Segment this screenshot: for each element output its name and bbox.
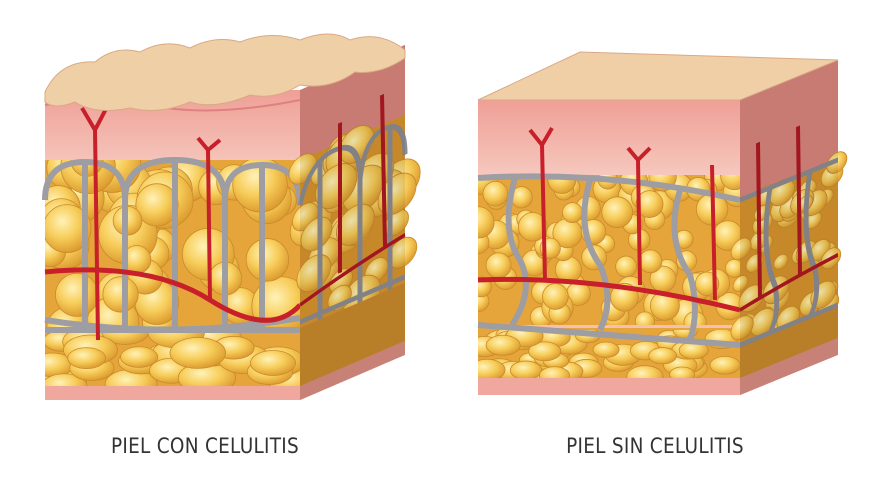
fat-cell	[336, 203, 375, 246]
fat-cell	[773, 253, 789, 270]
fat-cell	[54, 272, 99, 317]
fat-cell	[485, 252, 512, 279]
fat-cell	[648, 347, 677, 365]
fat-cell	[300, 216, 333, 252]
fat-cell	[250, 350, 296, 376]
fat-cell	[720, 175, 740, 191]
side-face	[288, 44, 421, 400]
fat-cell	[561, 202, 583, 224]
fat-cell	[120, 346, 159, 368]
front-face	[477, 100, 741, 395]
fat-cell	[509, 360, 543, 378]
fat-cell	[169, 337, 226, 369]
fat-cell	[649, 290, 680, 321]
fat-cell	[478, 358, 506, 378]
fat-cell	[245, 238, 290, 282]
fat-cell	[732, 275, 749, 293]
fat-cell	[615, 255, 638, 278]
label-skin-with-cellulite: PIEL CON CELULITIS	[110, 434, 300, 458]
fat-cell	[638, 249, 663, 274]
front-face	[42, 90, 303, 400]
blood-vessel	[44, 267, 302, 323]
fat-cell	[730, 315, 754, 341]
fat-cell	[730, 237, 752, 261]
side-face	[730, 59, 848, 395]
fat-cell	[669, 366, 696, 378]
fat-cell	[592, 341, 620, 358]
fat-cell	[709, 355, 740, 375]
fat-cell	[135, 183, 179, 227]
fat-cell	[634, 311, 655, 325]
fat-cell	[45, 204, 92, 253]
fat-cell	[635, 190, 664, 218]
fat-cell	[626, 365, 664, 378]
fat-cell	[485, 334, 521, 356]
fat-cell	[482, 180, 509, 207]
fat-cell	[315, 163, 358, 210]
fat-cell	[102, 276, 139, 313]
skin-block-with-cellulite	[42, 33, 421, 400]
fat-cell	[478, 206, 495, 239]
fat-cell	[601, 196, 633, 228]
label-skin-without-cellulite: PIEL SIN CELULITIS	[566, 434, 744, 458]
fat-cell	[539, 366, 571, 378]
skin-block-without-cellulite	[477, 51, 848, 395]
skin-surface-wavy	[44, 33, 406, 111]
skin-surface-flat	[477, 51, 839, 101]
fat-cell	[67, 347, 106, 370]
fat-cell	[517, 212, 548, 242]
fat-cell	[542, 283, 569, 310]
fat-cell	[528, 341, 562, 362]
